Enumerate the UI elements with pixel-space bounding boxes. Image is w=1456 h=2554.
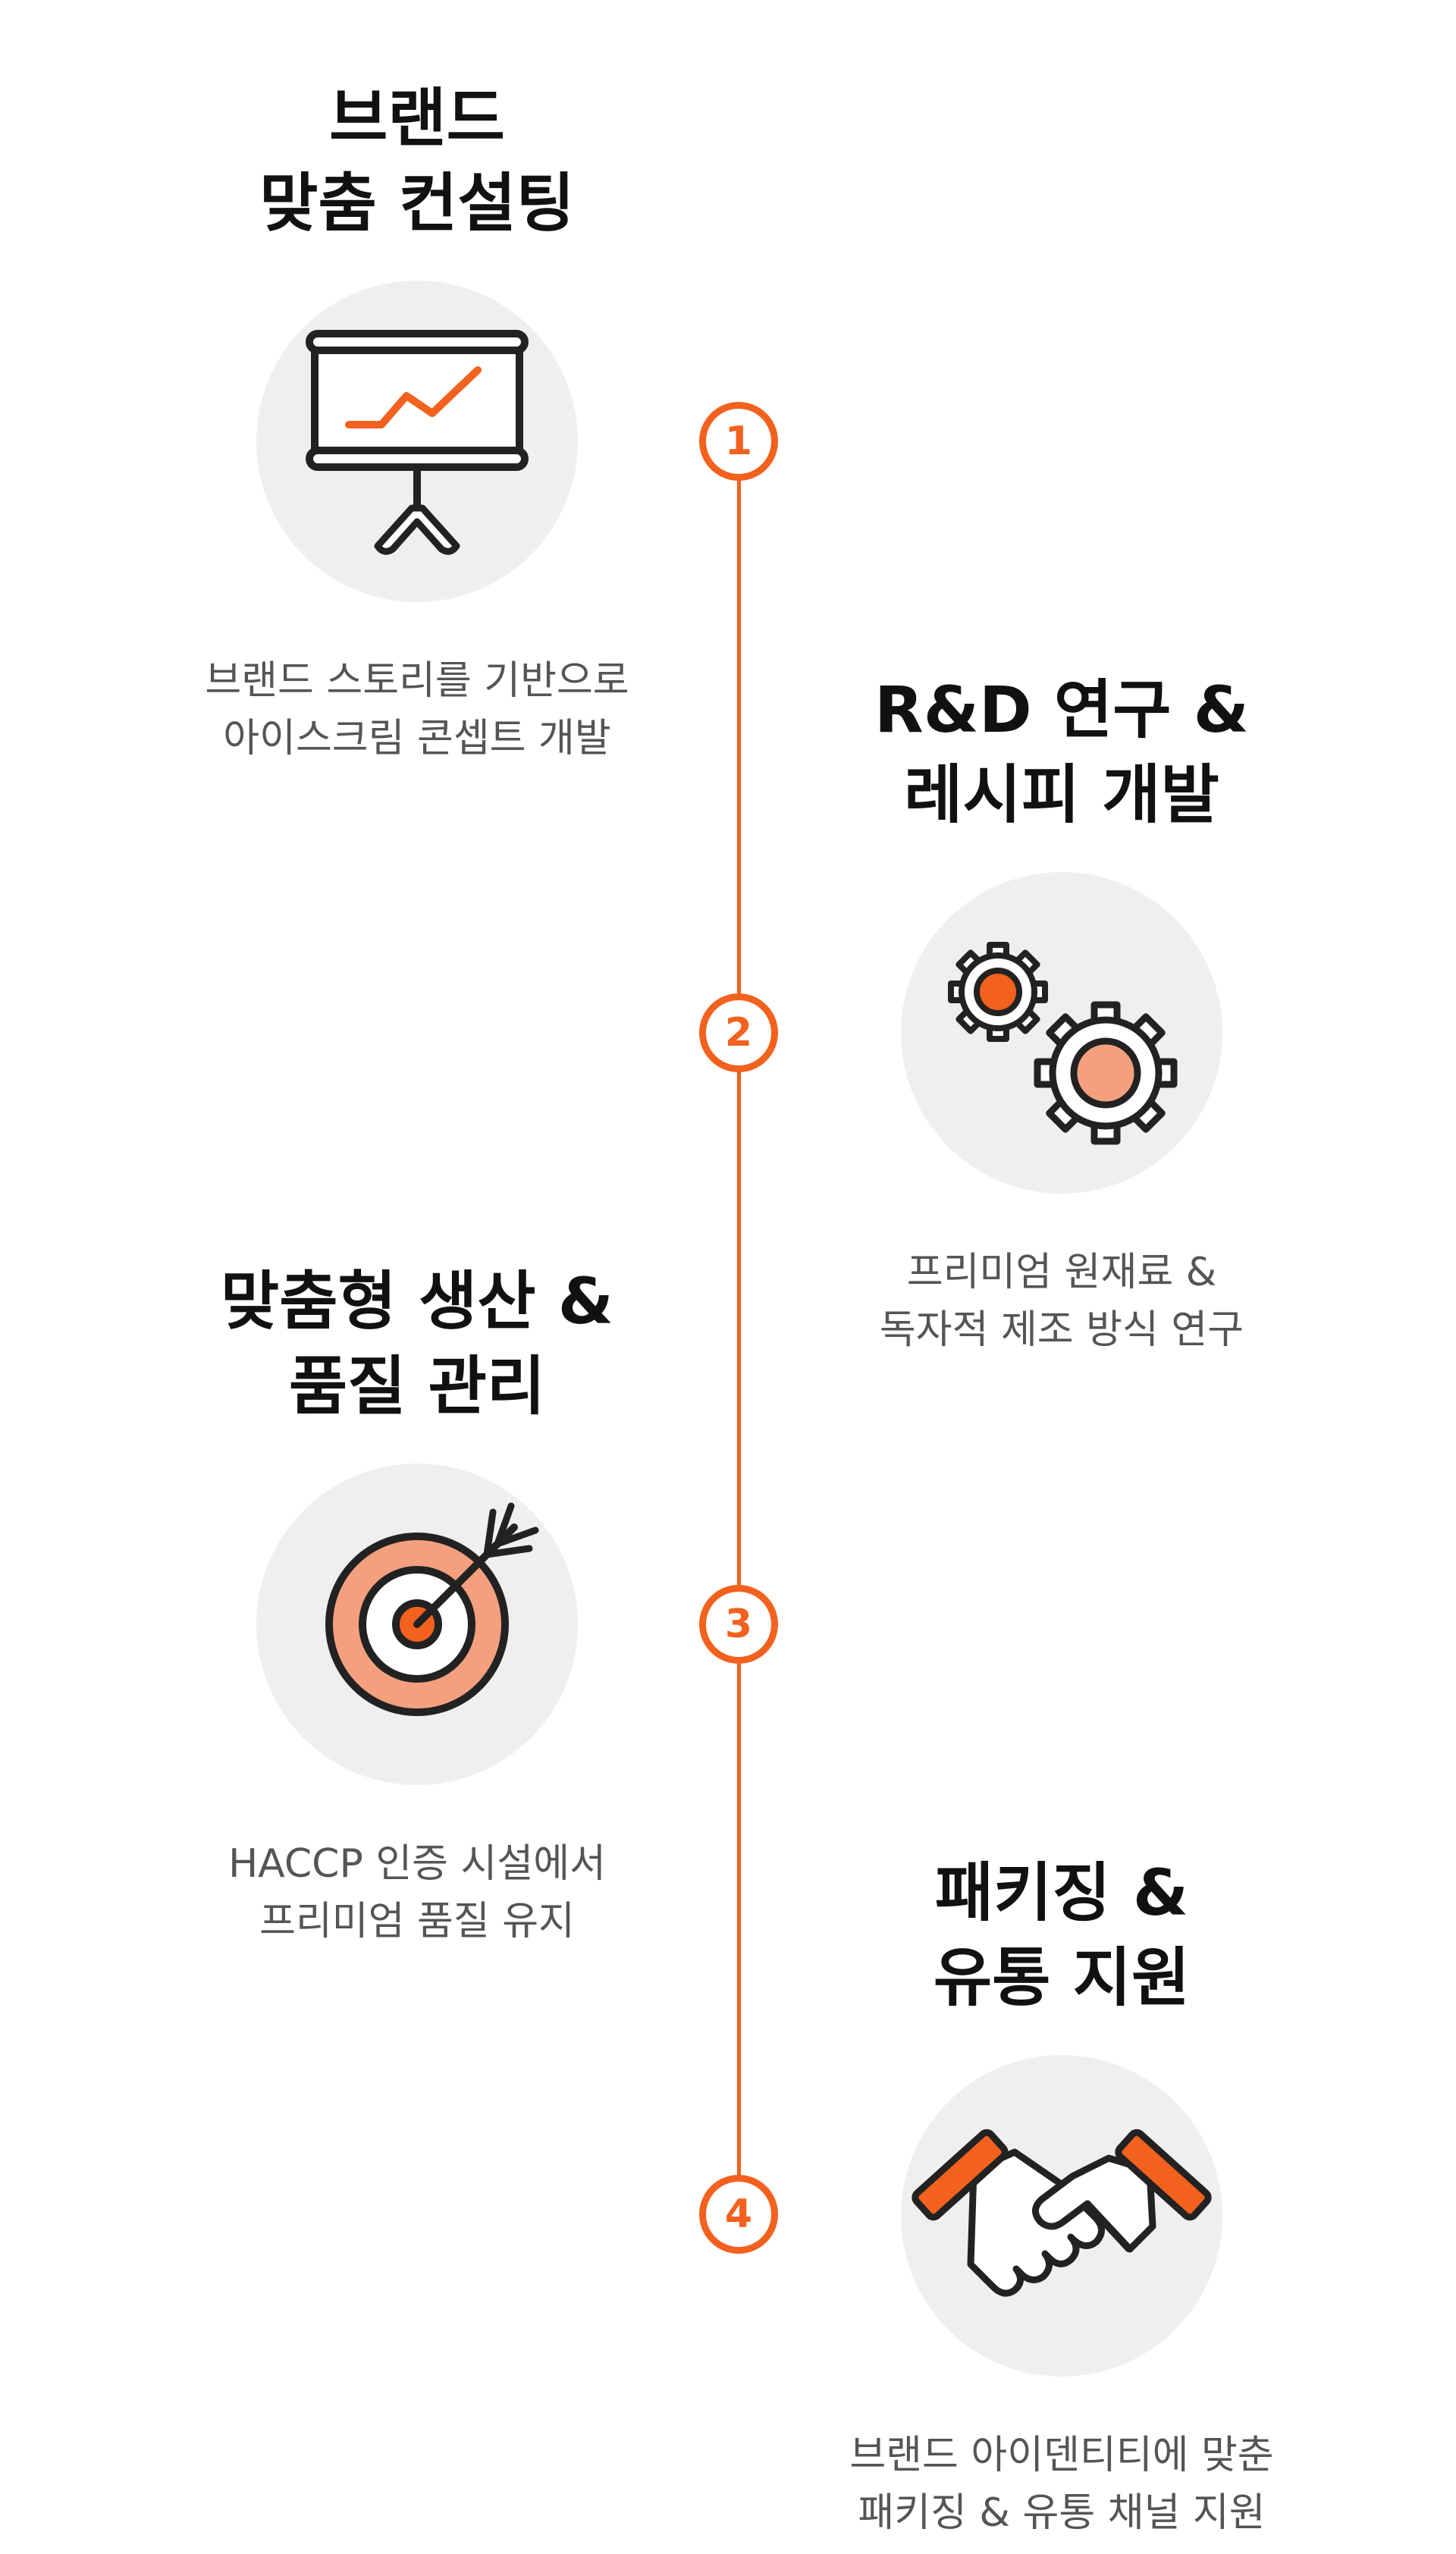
- step-desc-line-1: 프리미엄 원재료 &: [906, 1250, 1217, 1295]
- step-desc-line-2: 프리미엄 품질 유지: [259, 1899, 575, 1944]
- step-number-3: 3: [699, 1585, 778, 1664]
- step-desc-line-1: 브랜드 스토리를 기반으로: [205, 658, 629, 704]
- step-packaging-distribution: 패키징 & 유통 지원 브랜드 아이덴티티에 맞춘 패키징 & 유통 채널 지원: [774, 1850, 1350, 2542]
- step-desc-line-1: HACCP 인증 시설에서: [228, 1841, 606, 1887]
- step-production-quality: 맞춤형 생산 & 품질 관리 HACCP 인증 시설에서 프리미엄 품질 유지: [129, 1259, 705, 1950]
- step-rnd-recipe: R&D 연구 & 레시피 개발: [774, 667, 1350, 1359]
- step-description: 프리미엄 원재료 & 독자적 제조 방식 연구: [774, 1244, 1350, 1359]
- step-title-line-2: 맞춤 컨설팅: [259, 166, 575, 240]
- timeline-line: [737, 438, 741, 2209]
- presentation-chart-icon: [256, 281, 578, 602]
- step-title: R&D 연구 & 레시피 개발: [774, 667, 1350, 837]
- step-title-line-1: R&D 연구 &: [874, 673, 1249, 747]
- gears-icon: [901, 872, 1222, 1194]
- step-title-line-1: 패키징 &: [934, 1856, 1189, 1930]
- step-desc-line-2: 패키징 & 유통 채널 지원: [858, 2490, 1266, 2536]
- step-description: HACCP 인증 시설에서 프리미엄 품질 유지: [129, 1835, 705, 1950]
- step-title: 맞춤형 생산 & 품질 관리: [129, 1259, 705, 1429]
- step-title: 패키징 & 유통 지원: [774, 1850, 1350, 2020]
- step-description: 브랜드 아이덴티티에 맞춘 패키징 & 유통 채널 지원: [774, 2427, 1350, 2542]
- step-title-line-2: 품질 관리: [288, 1349, 546, 1423]
- step-desc-line-1: 브랜드 아이덴티티에 맞춘: [849, 2433, 1274, 2478]
- step-brand-consulting: 브랜드 맞춤 컨설팅 브랜드 스토리를 기반으로 아이스크림 콘셉트 개발: [129, 76, 705, 767]
- step-number-2: 2: [699, 993, 778, 1072]
- step-title-line-2: 유통 지원: [933, 1941, 1191, 2015]
- step-title-line-2: 레시피 개발: [904, 758, 1219, 832]
- step-title: 브랜드 맞춤 컨설팅: [129, 76, 705, 246]
- step-number-4: 4: [699, 2175, 778, 2254]
- handshake-icon: [901, 2055, 1222, 2377]
- target-icon: [256, 1464, 578, 1785]
- step-desc-line-2: 아이스크림 콘셉트 개발: [223, 716, 611, 761]
- step-description: 브랜드 스토리를 기반으로 아이스크림 콘셉트 개발: [129, 652, 705, 767]
- step-number-1: 1: [699, 402, 778, 481]
- step-title-line-1: 맞춤형 생산 &: [220, 1264, 614, 1338]
- step-desc-line-2: 독자적 제조 방식 연구: [879, 1307, 1244, 1353]
- step-title-line-1: 브랜드: [329, 81, 505, 155]
